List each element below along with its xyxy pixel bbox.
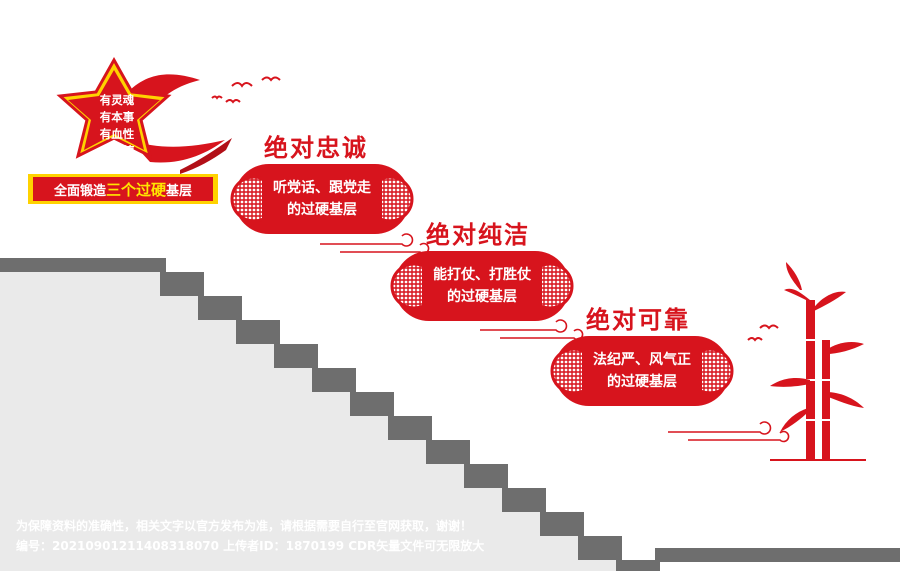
section-1-line-2: 的过硬基层 [287,202,357,218]
staircase-steps [0,258,660,571]
section-3-line-2: 的过硬基层 [607,374,677,390]
section-1-panel: 听党话、跟党走 的过硬基层 [234,164,410,234]
star-line-2: 有本事 [99,110,135,124]
upload-info-line: 编号：20210901211408318070 上传者ID：1870199 CD… [16,539,485,553]
section-1-heading: 绝对忠诚 [264,134,368,162]
star-line-1: 有灵魂 [99,93,135,107]
star-line-4: 有品德 [99,144,135,158]
banner-prefix: 全面锻造 [53,183,106,199]
star-line-3: 有血性 [99,127,135,141]
section-2-heading: 绝对纯洁 [426,221,530,249]
panel-frame-1 [230,164,414,234]
disclaimer-notice: 为保障资料的准确性，相关文字以官方发布为准，请根据需要自行至官网获取，谢谢！ 编… [16,516,484,556]
section-1-line-1: 听党话、跟党走 [273,180,371,196]
star-slogans: 有灵魂 有本事 有血性 有品德 [82,92,152,160]
panel-frame-2 [390,251,574,321]
section-3-line-1: 法纪严、风气正 [593,352,691,368]
section-2-panel: 能打仗、打胜仗 的过硬基层 [394,251,570,321]
banner-highlight: 三个过硬 [105,180,166,199]
bamboo-icon [770,262,866,461]
disclaimer-line: 为保障资料的准确性，相关文字以官方发布为准，请根据需要自行至官网获取，谢谢！ [16,519,473,533]
banner-suffix: 基层 [166,183,193,199]
star-emblem-icon [56,56,172,159]
birds-icon [211,76,779,342]
section-3-heading: 绝对可靠 [586,306,690,334]
banner-bar [28,174,218,204]
panel-frame-3 [550,336,734,406]
section-2-line-1: 能打仗、打胜仗 [433,267,531,283]
section-2-line-2: 的过硬基层 [447,289,517,305]
staircase-landing [655,548,900,562]
section-3-panel: 法纪严、风气正 的过硬基层 [554,336,730,406]
cloud-lines-icon [320,233,790,443]
staircase-wall [0,272,616,571]
banner-text: 全面锻造三个过硬基层 [33,176,213,202]
